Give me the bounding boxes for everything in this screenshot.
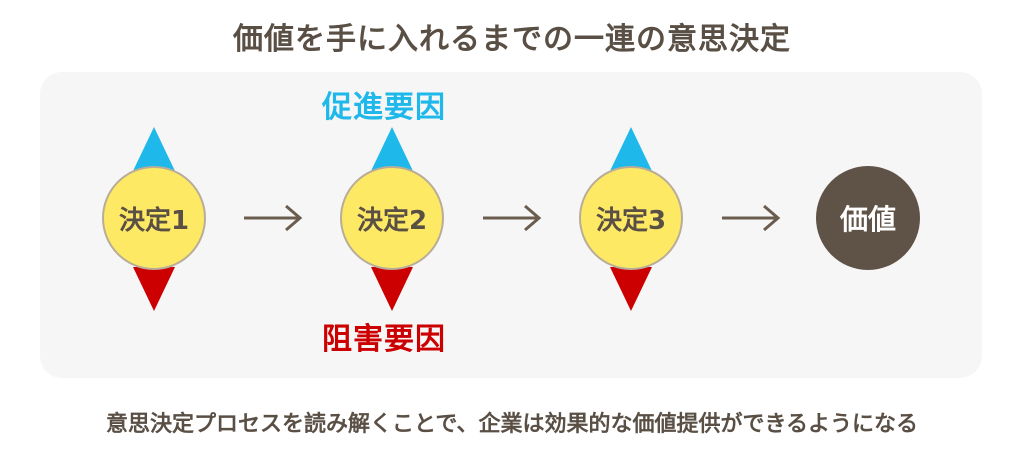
decision-node-1: 決定1: [102, 166, 206, 270]
footer-caption: 意思決定プロセスを読み解くことで、企業は効果的な価値提供ができるようになる: [105, 412, 919, 437]
promote-triangle-icon: [133, 127, 175, 171]
promote-factor-label: 促進要因: [322, 90, 446, 125]
arrow-right-icon: [244, 204, 303, 232]
hinder-triangle-icon: [610, 267, 652, 311]
decision-node-2: 決定2: [340, 166, 444, 270]
promote-triangle-icon: [610, 127, 652, 171]
hinder-factor-label: 阻害要因: [322, 322, 446, 357]
arrow-right-icon: [483, 204, 542, 232]
hinder-triangle-icon: [133, 267, 175, 311]
arrow-right-icon: [722, 204, 781, 232]
promote-triangle-icon: [371, 127, 413, 171]
diagram-title: 価値を手に入れるまでの一連の意思決定: [233, 22, 791, 57]
hinder-triangle-icon: [371, 267, 413, 311]
decision-node-3: 決定3: [579, 166, 683, 270]
value-node: 価値: [816, 166, 920, 270]
